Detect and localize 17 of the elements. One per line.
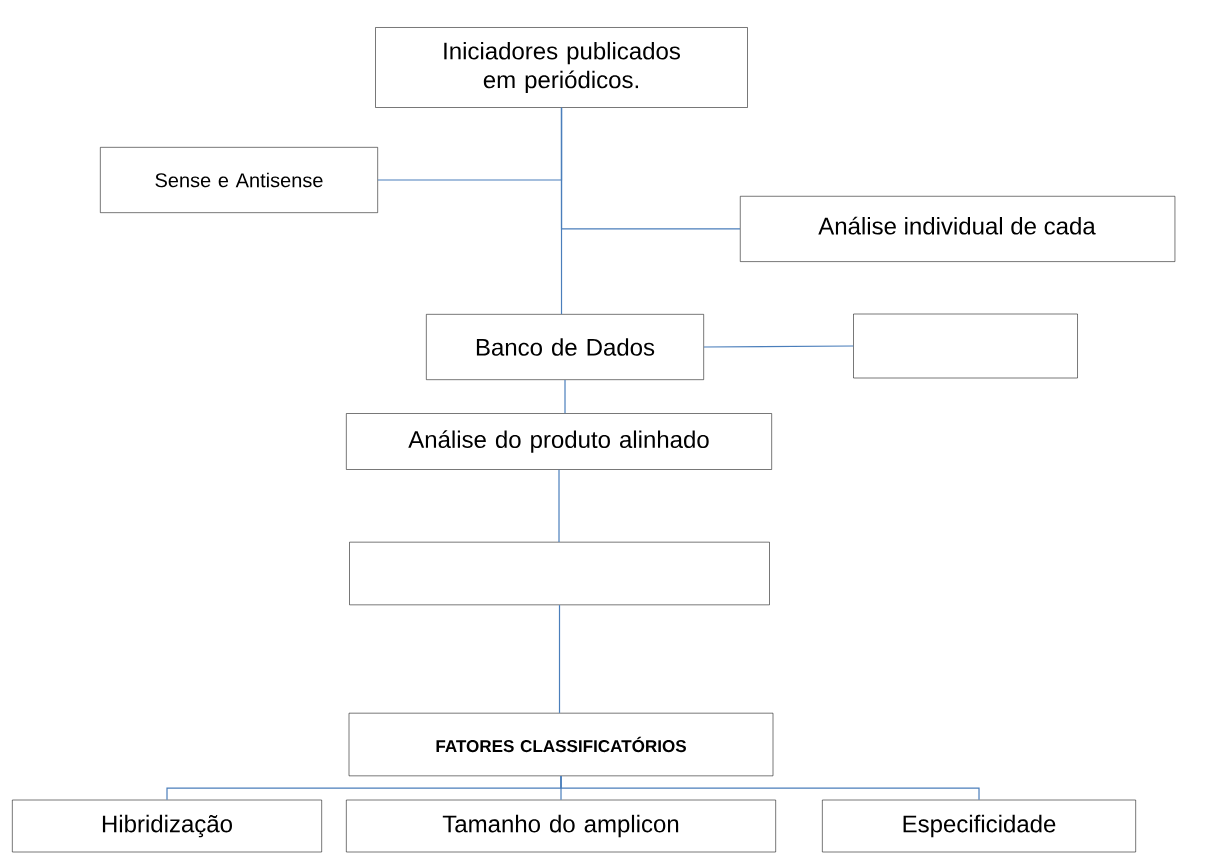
connector-line: [560, 775, 980, 801]
process-box: Hibridização: [12, 799, 322, 853]
process-box: Análise do produto alinhado: [346, 413, 772, 470]
process-box: Análise individual de cada: [740, 196, 1176, 262]
connector-line: [703, 345, 854, 348]
connector-line: [564, 379, 566, 414]
process-box: Tamanho do amplicon: [346, 799, 776, 853]
process-box: Banco de Dados: [426, 314, 704, 380]
process-box: Iniciadores publicados em periódicos.: [375, 27, 748, 108]
process-box: FATORES CLASSIFICATÓRIOS: [348, 712, 774, 777]
connector-line: [558, 604, 561, 714]
connector-line: [558, 469, 560, 543]
process-box: [349, 541, 770, 606]
process-box: Especificidade: [822, 799, 1136, 853]
connector-line: [560, 107, 563, 315]
process-box: Sense e Antisense: [100, 147, 378, 213]
process-box: [853, 313, 1078, 379]
